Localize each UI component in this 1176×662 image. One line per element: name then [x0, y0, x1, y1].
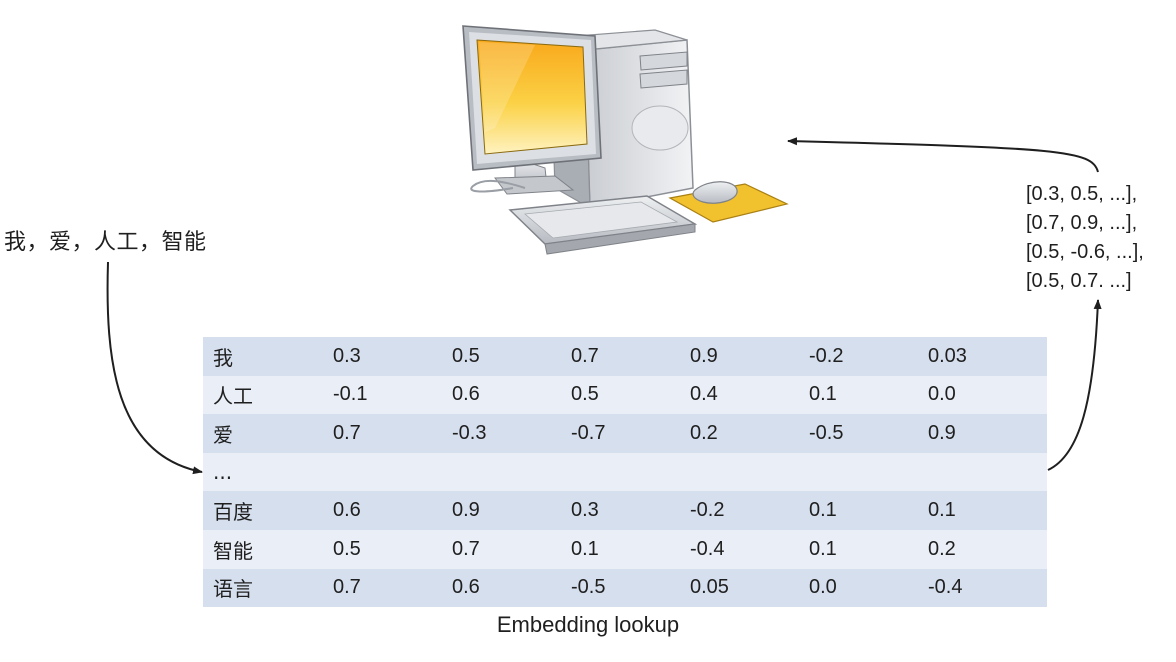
word-cell: 人工	[213, 384, 253, 409]
value-cell: 0.1	[809, 383, 837, 406]
embedding-table: 我 0.3 0.5 0.7 0.9 -0.2 0.03 人工 -0.1 0.6 …	[203, 337, 1047, 608]
value-cell: 0.5	[333, 537, 361, 560]
value-cell: 0.0	[809, 576, 837, 599]
value-cell: 0.3	[571, 499, 599, 522]
value-cell: -0.4	[690, 537, 725, 560]
value-cell: 0.6	[452, 383, 480, 406]
word-cell: 爱	[213, 422, 233, 447]
table-row: 智能 0.5 0.7 0.1 -0.4 0.1 0.2	[203, 529, 1047, 569]
table-row: 人工 -0.1 0.6 0.5 0.4 0.1 0.0	[203, 375, 1047, 415]
value-cell: 0.9	[452, 499, 480, 522]
value-cell: -0.7	[571, 421, 606, 444]
table-row: 爱 0.7 -0.3 -0.7 0.2 -0.5 0.9	[203, 414, 1047, 453]
value-cell: 0.7	[333, 576, 361, 599]
word-cell: 我	[213, 345, 233, 370]
word-cell: 语言	[213, 577, 253, 602]
output-vectors: [0.3, 0.5, ...], [0.7, 0.9, ...], [0.5, …	[1026, 180, 1144, 296]
value-cell: 0.0	[928, 383, 956, 406]
table-caption: Embedding lookup	[496, 612, 680, 637]
value-cell: 0.6	[333, 499, 361, 522]
table-row: 我 0.3 0.5 0.7 0.9 -0.2 0.03	[203, 337, 1047, 376]
value-cell: -0.1	[333, 383, 368, 406]
value-cell: 0.2	[928, 537, 956, 560]
tokens-to-table-arrow	[106, 261, 203, 475]
value-cell: -0.4	[928, 576, 963, 599]
value-cell: 0.4	[690, 383, 718, 406]
table-to-vectors-arrow	[1047, 299, 1102, 471]
value-cell: 0.7	[333, 421, 361, 444]
table-row: ...	[203, 452, 1047, 492]
value-cell: 0.5	[452, 344, 480, 367]
value-cell: 0.7	[571, 344, 599, 367]
word-cell: 智能	[213, 538, 253, 563]
value-cell: 0.6	[452, 576, 480, 599]
value-cell: 0.1	[809, 499, 837, 522]
desktop-computer-icon	[462, 25, 789, 255]
value-cell: -0.3	[452, 421, 487, 444]
table-row: 百度 0.6 0.9 0.3 -0.2 0.1 0.1	[203, 491, 1047, 530]
value-cell: 0.3	[333, 344, 361, 367]
value-cell: -0.2	[690, 499, 725, 522]
value-cell: -0.5	[809, 421, 844, 444]
value-cell: 0.9	[928, 421, 956, 444]
vectors-to-computer-arrow	[787, 137, 1099, 173]
vector-line: [0.7, 0.9, ...],	[1026, 212, 1138, 234]
table-row: 语言 0.7 0.6 -0.5 0.05 0.0 -0.4	[203, 568, 1047, 608]
value-cell: 0.1	[928, 499, 956, 522]
value-cell: 0.1	[809, 537, 837, 560]
value-cell: -0.5	[571, 576, 606, 599]
vector-line: [0.5, -0.6, ...],	[1026, 241, 1144, 263]
value-cell: 0.2	[690, 421, 718, 444]
ellipsis-cell: ...	[213, 460, 233, 485]
value-cell: 0.05	[690, 576, 729, 599]
value-cell: 0.03	[928, 344, 967, 367]
value-cell: 0.5	[571, 383, 599, 406]
value-cell: 0.7	[452, 537, 480, 560]
vector-line: [0.3, 0.5, ...],	[1026, 183, 1138, 205]
input-tokens-text: 我，爱，人工，智能	[4, 230, 207, 255]
value-cell: 0.9	[690, 344, 718, 367]
value-cell: -0.2	[809, 344, 844, 367]
word-cell: 百度	[213, 500, 253, 525]
vector-line: [0.5, 0.7. ...]	[1026, 270, 1132, 292]
value-cell: 0.1	[571, 537, 599, 560]
